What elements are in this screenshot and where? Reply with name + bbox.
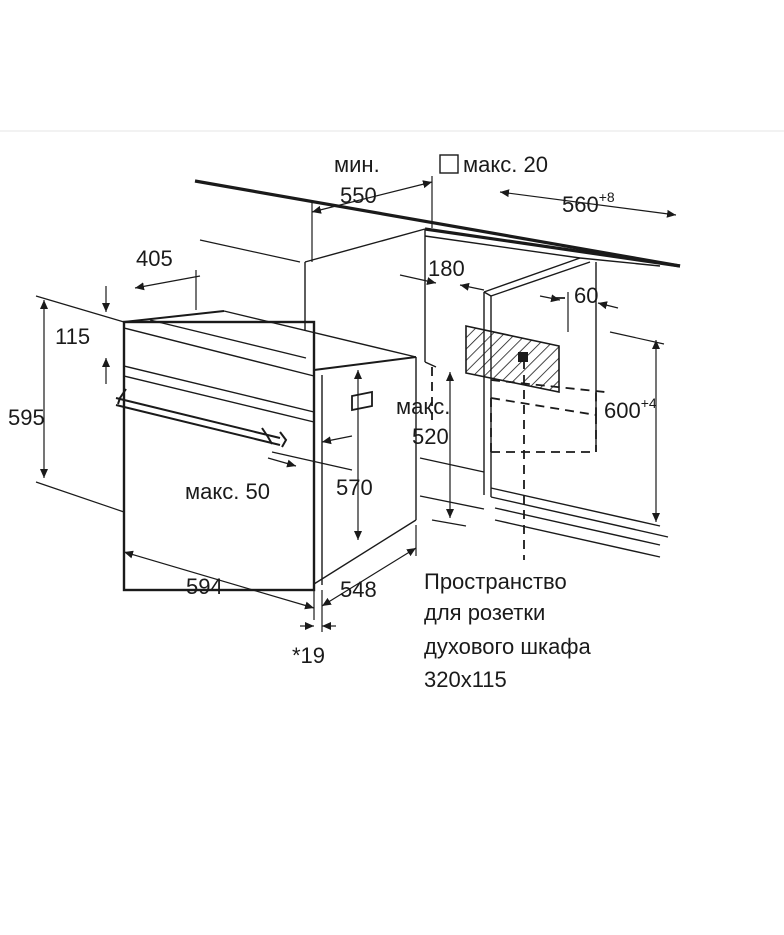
label-594: 594 [186, 574, 223, 599]
label-405: 405 [136, 246, 173, 271]
label-595: 595 [8, 405, 45, 430]
socket-note-line-2: для розетки [424, 600, 545, 625]
label-60: 60 [574, 283, 598, 308]
label-520: 520 [412, 424, 449, 449]
label-600: 600+4 [604, 395, 657, 423]
socket-note-line-4: 320x115 [424, 667, 507, 692]
label-560: 560+8 [562, 189, 615, 217]
socket-note-line-3: духового шкафа [424, 634, 591, 659]
gap-square-symbol [439, 154, 459, 174]
label-570: 570 [336, 475, 373, 500]
socket-area [465, 325, 560, 393]
label-max-20: макс. 20 [463, 152, 548, 177]
label-548: 548 [340, 577, 377, 602]
label-min-prefix: мин. [334, 152, 380, 177]
cabinet-niche [194, 179, 681, 560]
label-19: *19 [292, 643, 325, 668]
label-max-prefix: макс. [396, 394, 450, 419]
socket-note-line-1: Пространство [424, 569, 567, 594]
oven-body [115, 310, 417, 592]
label-115: 115 [55, 324, 90, 349]
label-180: 180 [428, 256, 465, 281]
dimension-lines [35, 176, 677, 632]
label-max-50: макс. 50 [185, 479, 270, 504]
socket-space-note: Пространство для розетки духового шкафа … [424, 569, 591, 692]
label-min-550: 550 [340, 183, 377, 208]
